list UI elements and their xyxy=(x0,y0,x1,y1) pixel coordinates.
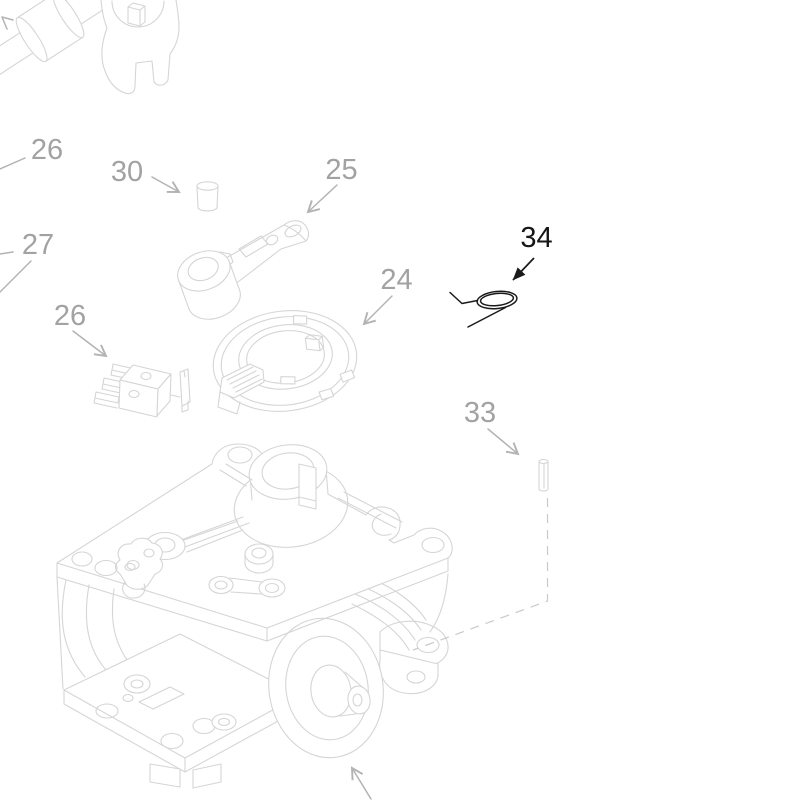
motor-face xyxy=(268,617,384,759)
part-label-34[interactable]: 34 xyxy=(520,222,552,254)
leader-27-a xyxy=(0,251,14,255)
snap-ring-end-left xyxy=(449,291,479,305)
gearbox-housing xyxy=(56,443,453,789)
shaft-assembly xyxy=(0,0,114,78)
lever-bore xyxy=(187,256,219,282)
lever-arm-25 xyxy=(177,220,309,320)
leader-33 xyxy=(487,428,520,456)
corner-arrowhead xyxy=(1,16,14,30)
lever-boss xyxy=(177,250,241,320)
bushing-30 xyxy=(196,181,219,212)
leader-30 xyxy=(151,176,181,193)
base-plate xyxy=(63,633,301,789)
leader-25 xyxy=(306,184,338,214)
rear-flange xyxy=(379,620,449,695)
snap-ring-34 xyxy=(449,290,518,328)
leader-26-switch xyxy=(72,330,108,358)
roll-pin-33 xyxy=(538,458,549,492)
snap-ring-end-right xyxy=(467,306,507,328)
leader-34 xyxy=(512,257,535,281)
switch-bracket xyxy=(179,368,191,407)
part-label-30[interactable]: 30 xyxy=(111,156,143,188)
leader-housing xyxy=(350,766,372,800)
retainer-ring-24 xyxy=(212,310,358,415)
leader-26-shaft xyxy=(0,157,26,170)
part-label-24[interactable]: 24 xyxy=(380,264,412,296)
bushing-face xyxy=(15,16,48,63)
output-shaft xyxy=(347,685,371,715)
assembly-dashed-line xyxy=(412,498,549,651)
leader-27-b xyxy=(0,260,32,293)
part-label-25[interactable]: 25 xyxy=(325,154,357,186)
part-label-26-switch[interactable]: 26 xyxy=(54,300,86,332)
keyway-slot xyxy=(298,463,317,510)
part-label-26-shaft[interactable]: 26 xyxy=(31,134,63,166)
part-label-27[interactable]: 27 xyxy=(22,229,54,261)
yoke-lever xyxy=(100,0,180,95)
leader-24 xyxy=(362,295,393,326)
micro-switch-26 xyxy=(93,363,191,418)
cover-plate xyxy=(56,443,453,642)
part-label-33[interactable]: 33 xyxy=(464,397,496,429)
yoke-key-block xyxy=(127,6,141,27)
